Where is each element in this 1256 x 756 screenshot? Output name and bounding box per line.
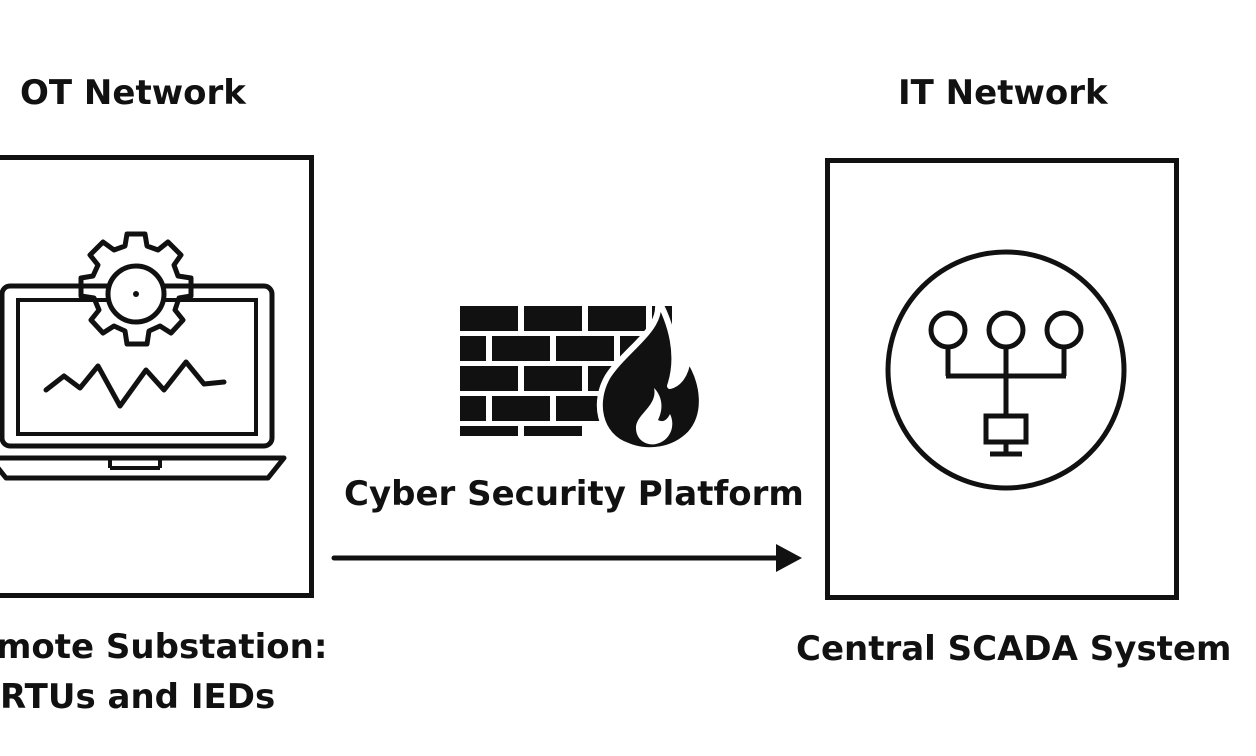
it-caption: Central SCADA System xyxy=(796,629,1232,669)
ot-network-heading: OT Network xyxy=(20,73,246,113)
network-topology-circle-icon xyxy=(885,249,1127,491)
it-network-heading: IT Network xyxy=(898,73,1108,113)
ot-caption-line1: mote Substation: xyxy=(0,627,328,667)
laptop-gear-waveform-icon xyxy=(0,231,287,481)
ot-caption-line2: RTUs and IEDs xyxy=(0,677,276,717)
cyber-security-platform-label: Cyber Security Platform xyxy=(344,474,804,514)
ot-network-box xyxy=(0,155,314,598)
it-network-box xyxy=(825,158,1179,600)
right-arrow-icon xyxy=(331,544,802,572)
firewall-icon xyxy=(460,293,705,454)
